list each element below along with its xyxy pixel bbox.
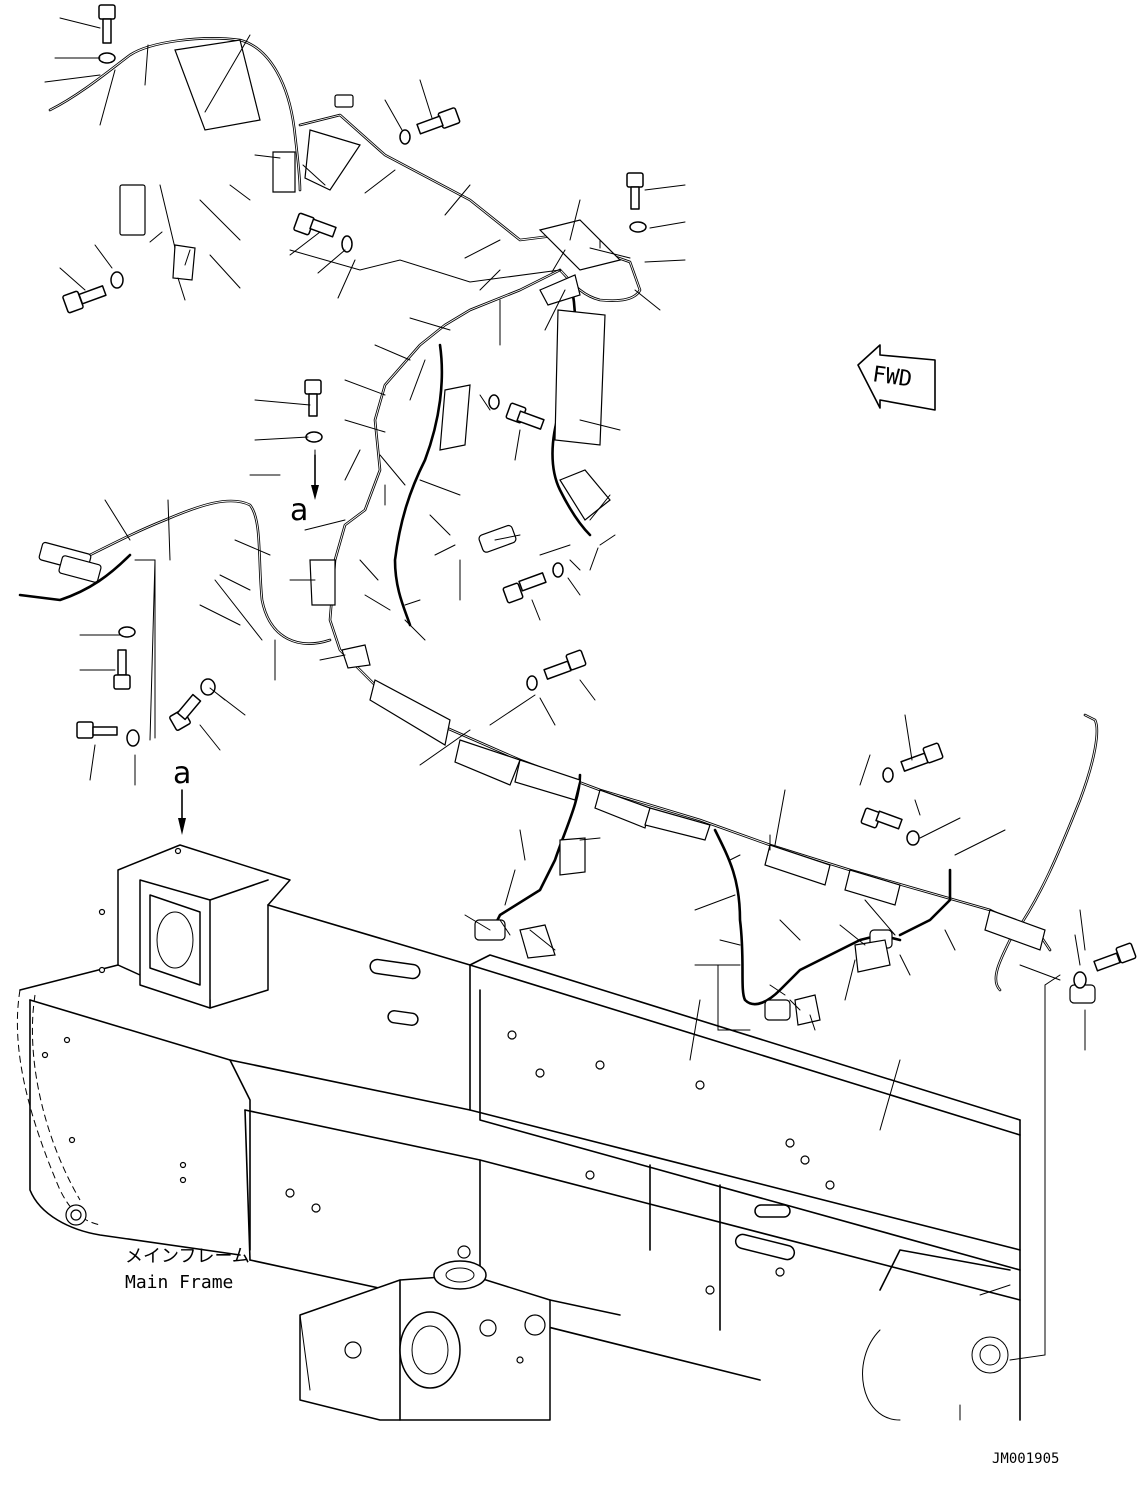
fwd-label: FWD — [871, 362, 914, 392]
main-frame-drawing — [16, 844, 1021, 1421]
drawing-number: JM001905 — [992, 1451, 1059, 1467]
main-frame-label-en: Main Frame — [125, 1272, 233, 1293]
view-marker-a-lower: a — [173, 756, 191, 791]
view-arrow-a: a — [173, 756, 191, 835]
view-arrow-a-upper: a — [290, 454, 319, 528]
leader-lines — [44, 17, 1086, 1361]
harness-tags — [172, 39, 1046, 1026]
view-marker-a-upper: a — [290, 493, 308, 528]
main-frame-label-jp: メインフレーム — [125, 1246, 250, 1267]
fasteners — [62, 4, 1137, 989]
fwd-arrow: FWD — [857, 344, 936, 411]
